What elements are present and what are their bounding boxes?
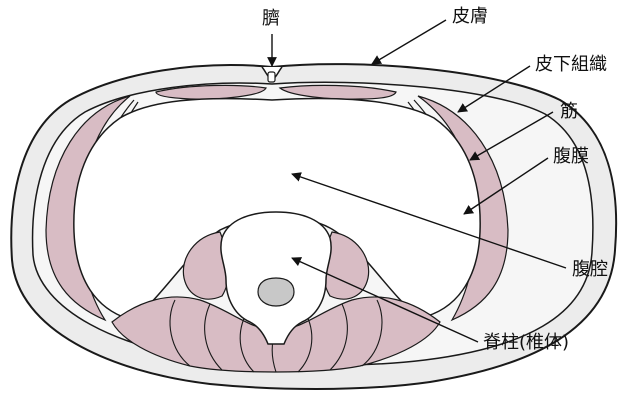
label-muscle: 筋 bbox=[560, 103, 578, 121]
navel-mark bbox=[268, 72, 275, 82]
label-spine-vertebra: 脊柱(椎体) bbox=[483, 334, 569, 352]
spinal-canal bbox=[258, 278, 294, 306]
label-peritoneum: 腹膜 bbox=[553, 148, 589, 166]
label-skin: 皮膚 bbox=[452, 8, 488, 26]
label-subcutaneous-tissue: 皮下組織 bbox=[535, 56, 607, 74]
label-navel: 臍 bbox=[262, 10, 280, 28]
skin-arrow bbox=[372, 20, 446, 64]
label-abdominal-cavity: 腹腔 bbox=[572, 261, 608, 279]
